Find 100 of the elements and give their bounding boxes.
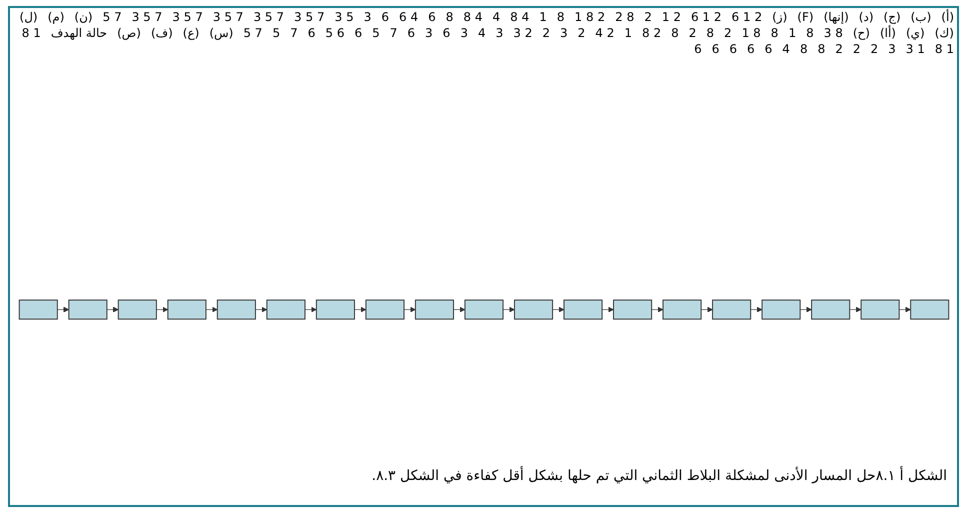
arrow	[800, 307, 812, 313]
label-text: 1	[539, 10, 547, 24]
label-text: (ك)	[934, 26, 954, 40]
label-text: 3	[888, 42, 896, 56]
label-text: 7	[290, 26, 298, 40]
label-text: 7 5 3	[172, 10, 203, 24]
label-text: 7 5 3	[253, 10, 284, 24]
label-text: 8	[556, 10, 565, 24]
label-text: 1	[624, 26, 632, 40]
label-text: 1 8	[934, 42, 954, 56]
label-text: (ح)	[852, 26, 870, 40]
label-text: 3	[496, 26, 504, 40]
figure-caption: الشكل أ ٨.١حل المسار الأدنى لمشكلة البلاط الثماني التي تم حلها بشكل أقل كفاءة في الشكل ٨.٣.	[372, 468, 947, 484]
label-text: 6	[381, 10, 389, 24]
label-text: 7	[390, 26, 398, 40]
node-box	[514, 300, 554, 320]
label-text: 8 1	[742, 26, 761, 40]
label-text: 6	[442, 26, 450, 40]
label-text: 6	[354, 26, 362, 40]
arrow	[156, 307, 168, 313]
arrow	[750, 307, 762, 313]
label-text: 1 3	[906, 42, 925, 56]
arrow	[700, 307, 713, 313]
arrow	[453, 307, 466, 313]
label-text: 6 5	[325, 26, 344, 40]
node-box	[910, 300, 950, 320]
node-box	[860, 300, 900, 320]
label-text: 8	[818, 42, 826, 56]
node-box	[762, 300, 801, 320]
node-box	[316, 300, 355, 320]
label-text: (ص)	[117, 26, 141, 40]
label-text: (ز)	[772, 10, 788, 24]
label-text: 6	[712, 42, 720, 56]
label-text: 8	[706, 26, 714, 40]
label-text: 2 1 6	[690, 10, 722, 24]
label-text: (ي)	[906, 26, 925, 40]
label-text: 2 8 1	[574, 10, 606, 24]
label-text: 2	[870, 42, 878, 56]
label-text: 8	[671, 26, 679, 40]
label-text: 4	[478, 26, 486, 40]
label-text: 2	[688, 26, 696, 40]
node-box	[365, 300, 404, 320]
label-text: 2 8	[642, 26, 662, 40]
label-text: (ل)	[20, 10, 38, 24]
label-text: 5 3	[334, 10, 354, 24]
arrow	[304, 307, 317, 313]
label-text: 8	[770, 26, 778, 40]
node-box	[167, 300, 206, 320]
label-text: 3	[364, 10, 372, 24]
node-box	[414, 300, 454, 320]
label-text: 6	[308, 26, 316, 40]
node-box	[118, 300, 157, 320]
label-text: 3	[425, 26, 433, 40]
arrow	[898, 307, 911, 313]
arrow	[651, 307, 664, 313]
label-text: 7 5 3	[212, 10, 244, 24]
node-box	[564, 300, 603, 320]
node-box	[68, 300, 108, 320]
label-text: 5	[272, 26, 280, 40]
label-text: 4	[492, 10, 500, 24]
node-box	[613, 300, 652, 320]
label-text: (م)	[48, 10, 64, 24]
label-text: 4 8	[510, 10, 530, 24]
label-text: 2 4	[595, 26, 614, 40]
label-text: 4 6	[398, 10, 418, 24]
label-text: 2 1	[662, 10, 681, 24]
label-text: 2	[835, 42, 843, 56]
arrow	[106, 307, 119, 313]
label-text: 8	[806, 26, 814, 40]
label-text: 7 5 3	[132, 10, 162, 24]
label-text: 6	[694, 42, 702, 56]
label-text: 2	[578, 26, 586, 40]
label-text: (س)	[209, 26, 234, 40]
label-text: (ب)	[910, 10, 932, 24]
label-text: 6	[764, 42, 772, 56]
node-box	[216, 300, 256, 320]
arrow	[57, 307, 70, 313]
label-text: 6	[729, 42, 738, 56]
label-text: 8	[446, 10, 454, 24]
label-text: 3	[560, 26, 568, 40]
node-box	[712, 300, 752, 320]
arrow	[206, 307, 218, 313]
label-text: 2 1 6	[732, 10, 762, 24]
label-text: 2	[644, 10, 652, 24]
label-text: 2	[852, 42, 860, 56]
label-text: 7 5	[102, 10, 122, 24]
node-box	[811, 300, 850, 320]
label-text: 6	[428, 10, 436, 24]
arrow	[849, 307, 862, 313]
label-text: 5	[372, 26, 380, 40]
label-text: 7 5	[243, 26, 262, 40]
label-text: (ج)	[884, 10, 901, 24]
node-box	[464, 300, 504, 320]
label-text: 8 2	[615, 10, 634, 24]
label-text: (أ)	[941, 10, 954, 24]
label-text: (F)	[797, 10, 814, 24]
label-text: 3	[460, 26, 468, 40]
label-text: 8 3	[824, 26, 843, 40]
node-box	[662, 300, 702, 320]
label-text: 6	[747, 42, 755, 56]
